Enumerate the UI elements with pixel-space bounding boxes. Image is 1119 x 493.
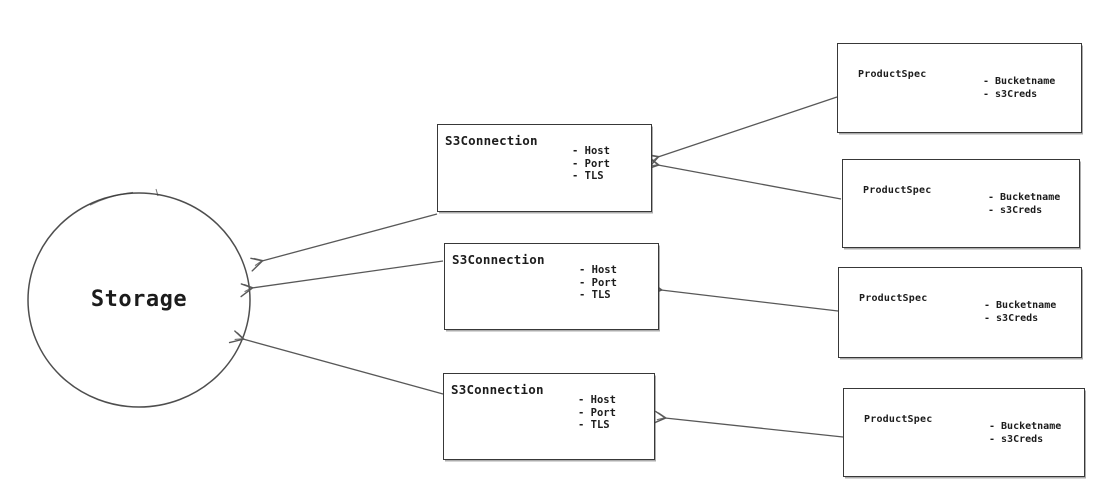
node-title: ProductSpec (859, 293, 928, 304)
node-attribute: - Host (578, 394, 616, 406)
node-title: S3Connection (445, 133, 538, 148)
storage-node-label: Storage (90, 287, 188, 312)
node-attributes: - Bucketname - s3Creds (988, 191, 1060, 217)
s3connection-node-3: S3Connection - Host - Port - TLS (443, 373, 655, 460)
node-attribute: - TLS (572, 170, 604, 182)
node-title: ProductSpec (863, 185, 932, 196)
node-attribute: - Bucketname (989, 421, 1062, 432)
arrow-s3connection-2-to-storage (240, 260, 444, 298)
storage-circle-sketch-tick (155, 188, 159, 197)
node-attribute: - Port (572, 157, 610, 170)
node-attribute: - Bucketname (983, 76, 1056, 87)
node-title: S3Connection (452, 252, 545, 267)
node-attribute: - Bucketname (984, 300, 1057, 311)
node-attribute: - Bucketname (988, 192, 1061, 203)
node-attributes: - Bucketname - s3Creds (984, 299, 1056, 325)
productspec-node-1: ProductSpec - Bucketname - s3Creds (837, 43, 1082, 133)
arrow-productspec-1-to-s3connection-1 (646, 96, 838, 169)
node-title: ProductSpec (864, 414, 933, 425)
s3connection-node-1: S3Connection - Host - Port - TLS (437, 124, 652, 212)
s3connection-node-2: S3Connection - Host - Port - TLS (444, 243, 659, 330)
arrow-s3connection-3-to-storage (228, 330, 444, 395)
node-attribute: - Host (572, 145, 610, 157)
node-attributes: - Host - Port - TLS (579, 264, 617, 302)
node-attribute: - Host (579, 264, 617, 276)
node-attribute: - s3Creds (989, 434, 1044, 445)
arrow-productspec-2-to-s3connection-1 (644, 157, 842, 200)
node-attribute: - s3Creds (988, 205, 1043, 216)
node-attribute: - TLS (579, 289, 611, 301)
node-attribute: - TLS (578, 419, 610, 431)
node-attributes: - Bucketname - s3Creds (983, 75, 1055, 101)
productspec-node-2: ProductSpec - Bucketname - s3Creds (842, 159, 1080, 248)
arrow-productspec-4-to-s3connection-3 (651, 410, 844, 438)
arrow-productspec-3-to-s3connection-2 (647, 282, 839, 312)
node-attribute: - s3Creds (983, 89, 1038, 100)
storage-circle-sketch-overlap (89, 191, 134, 206)
node-attributes: - Host - Port - TLS (572, 145, 610, 183)
node-attributes: - Bucketname - s3Creds (989, 420, 1061, 446)
storage-node-circle (27, 192, 251, 408)
productspec-node-3: ProductSpec - Bucketname - s3Creds (838, 267, 1082, 358)
node-attribute: - s3Creds (984, 313, 1039, 324)
node-title: ProductSpec (858, 69, 927, 80)
node-attribute: - Port (579, 276, 617, 289)
node-attributes: - Host - Port - TLS (578, 394, 616, 432)
arrow-s3connection-1-to-storage (250, 213, 438, 272)
node-title: S3Connection (451, 382, 544, 397)
node-attribute: - Port (578, 406, 616, 419)
productspec-node-4: ProductSpec - Bucketname - s3Creds (843, 388, 1085, 477)
